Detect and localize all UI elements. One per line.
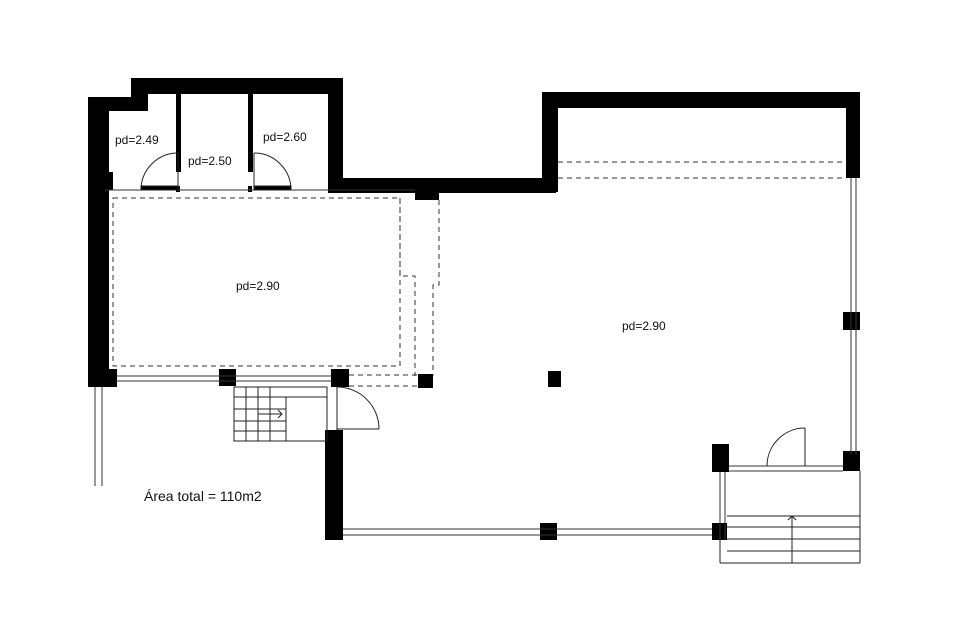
total-area-label: Área total = 110m2 — [144, 488, 262, 504]
column — [219, 369, 236, 386]
wall — [328, 78, 343, 190]
wall — [542, 92, 860, 108]
room-label: pd=2.49 — [115, 133, 159, 147]
doors — [140, 152, 806, 467]
column — [712, 444, 729, 472]
dashed-lines — [112, 161, 846, 387]
wall — [105, 172, 113, 190]
wall — [248, 186, 252, 192]
wall — [542, 92, 558, 192]
windows — [94, 178, 857, 540]
column — [415, 190, 439, 200]
column — [331, 369, 349, 387]
column — [540, 523, 557, 540]
column — [418, 374, 433, 388]
column — [843, 451, 860, 471]
walls — [88, 78, 860, 540]
room-label: pd=2.90 — [236, 279, 280, 293]
room-label: pd=2.90 — [622, 319, 666, 333]
column — [548, 371, 561, 387]
wall — [131, 78, 148, 110]
stairs-left — [233, 386, 328, 442]
wall — [846, 92, 860, 178]
wall — [176, 94, 181, 172]
stairs-terrace — [719, 471, 861, 564]
wall — [131, 78, 343, 94]
room-label: pd=2.50 — [188, 154, 232, 168]
wall — [88, 97, 109, 387]
wall — [248, 94, 253, 172]
wall — [325, 430, 343, 540]
wall — [328, 178, 556, 193]
column — [88, 369, 117, 387]
room-label: pd=2.60 — [263, 130, 307, 144]
